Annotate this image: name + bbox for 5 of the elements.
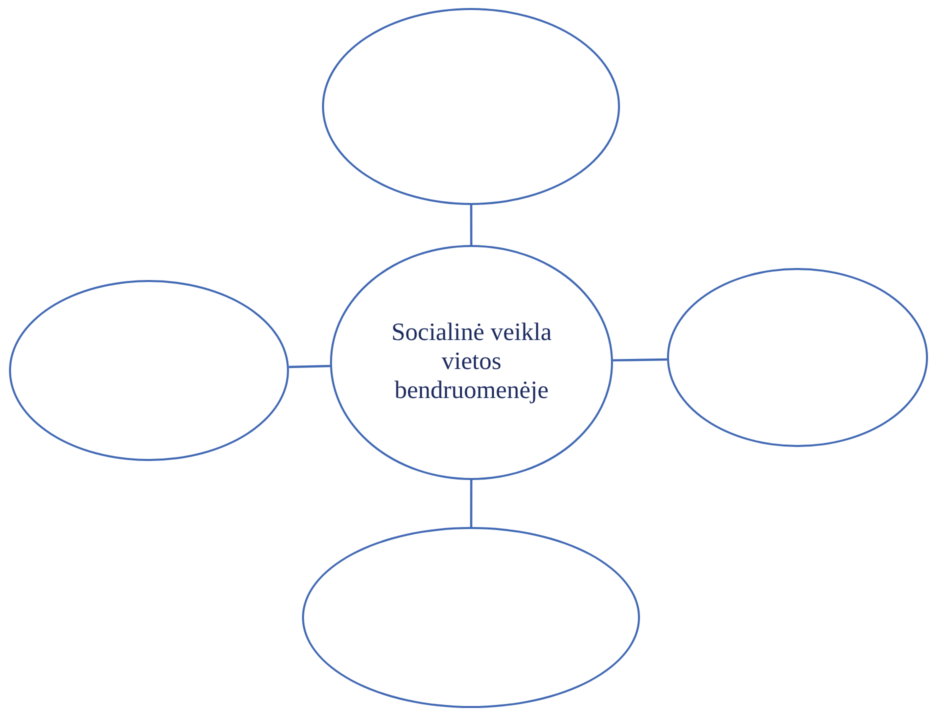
connector-line xyxy=(612,358,668,362)
connector-line xyxy=(288,364,330,368)
connector-line xyxy=(470,480,472,527)
connector-line xyxy=(470,205,472,245)
topic-text: Socialinė veikla vietos bendruomenėje xyxy=(390,319,553,406)
